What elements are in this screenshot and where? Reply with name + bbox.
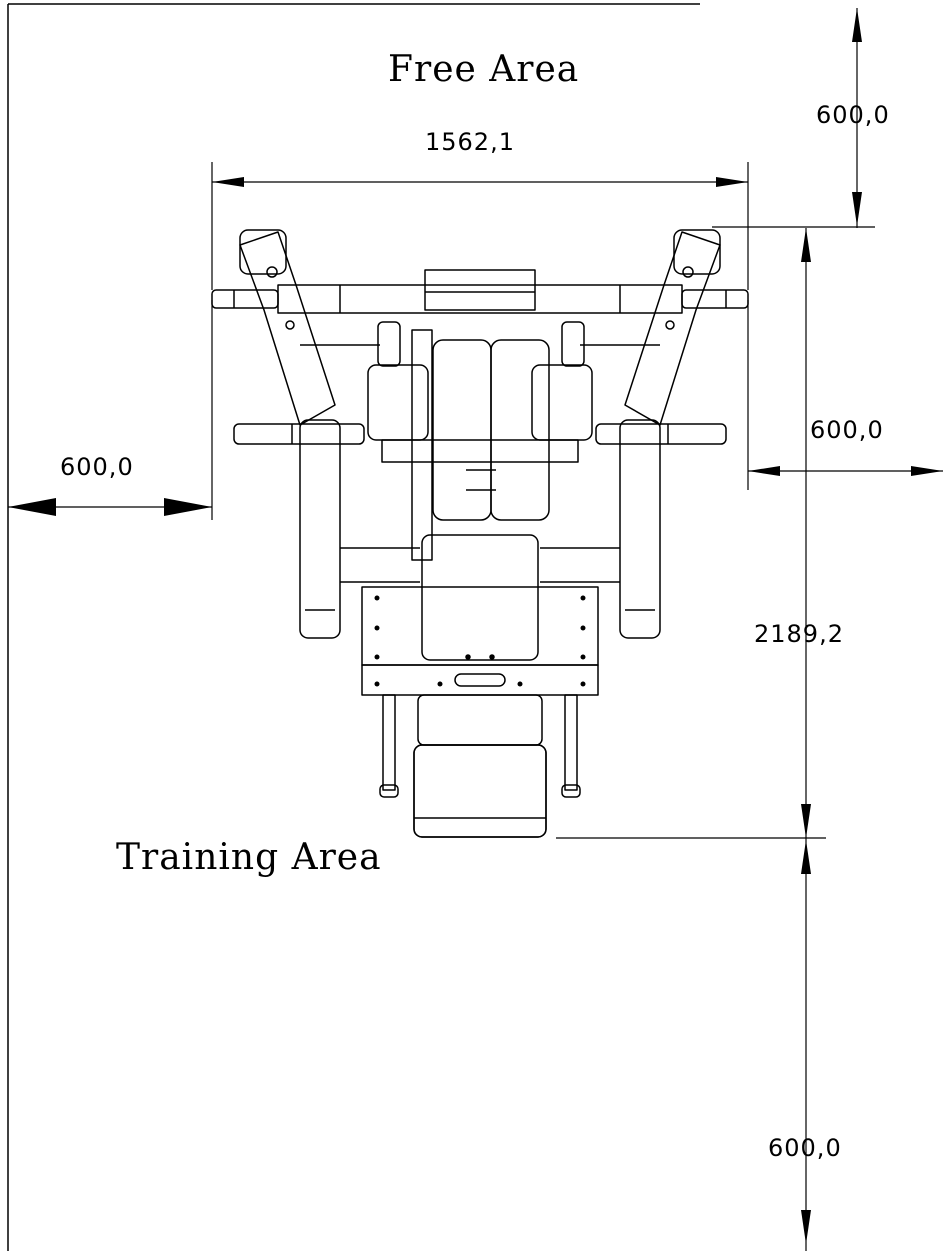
border-lines [7,3,700,1251]
free-area-label: Free Area [388,49,580,90]
left-clearance-dimension [8,300,213,520]
bottom-clearance-dimension [801,838,811,1251]
right-clearance-label: 600,0 [810,416,884,444]
top-clearance-dimension [712,8,875,228]
left-clearance-label: 600,0 [60,453,134,481]
right-clearance-dimension [747,300,943,490]
length-dimension-label: 2189,2 [754,620,844,648]
machine-top-view [211,229,749,838]
length-dimension [556,228,826,839]
bottom-clearance-label: 600,0 [768,1134,842,1162]
width-dimension-label: 1562,1 [425,128,515,156]
training-area-label: Training Area [116,837,382,878]
top-clearance-label: 600,0 [816,101,890,129]
width-dimension [211,162,749,290]
